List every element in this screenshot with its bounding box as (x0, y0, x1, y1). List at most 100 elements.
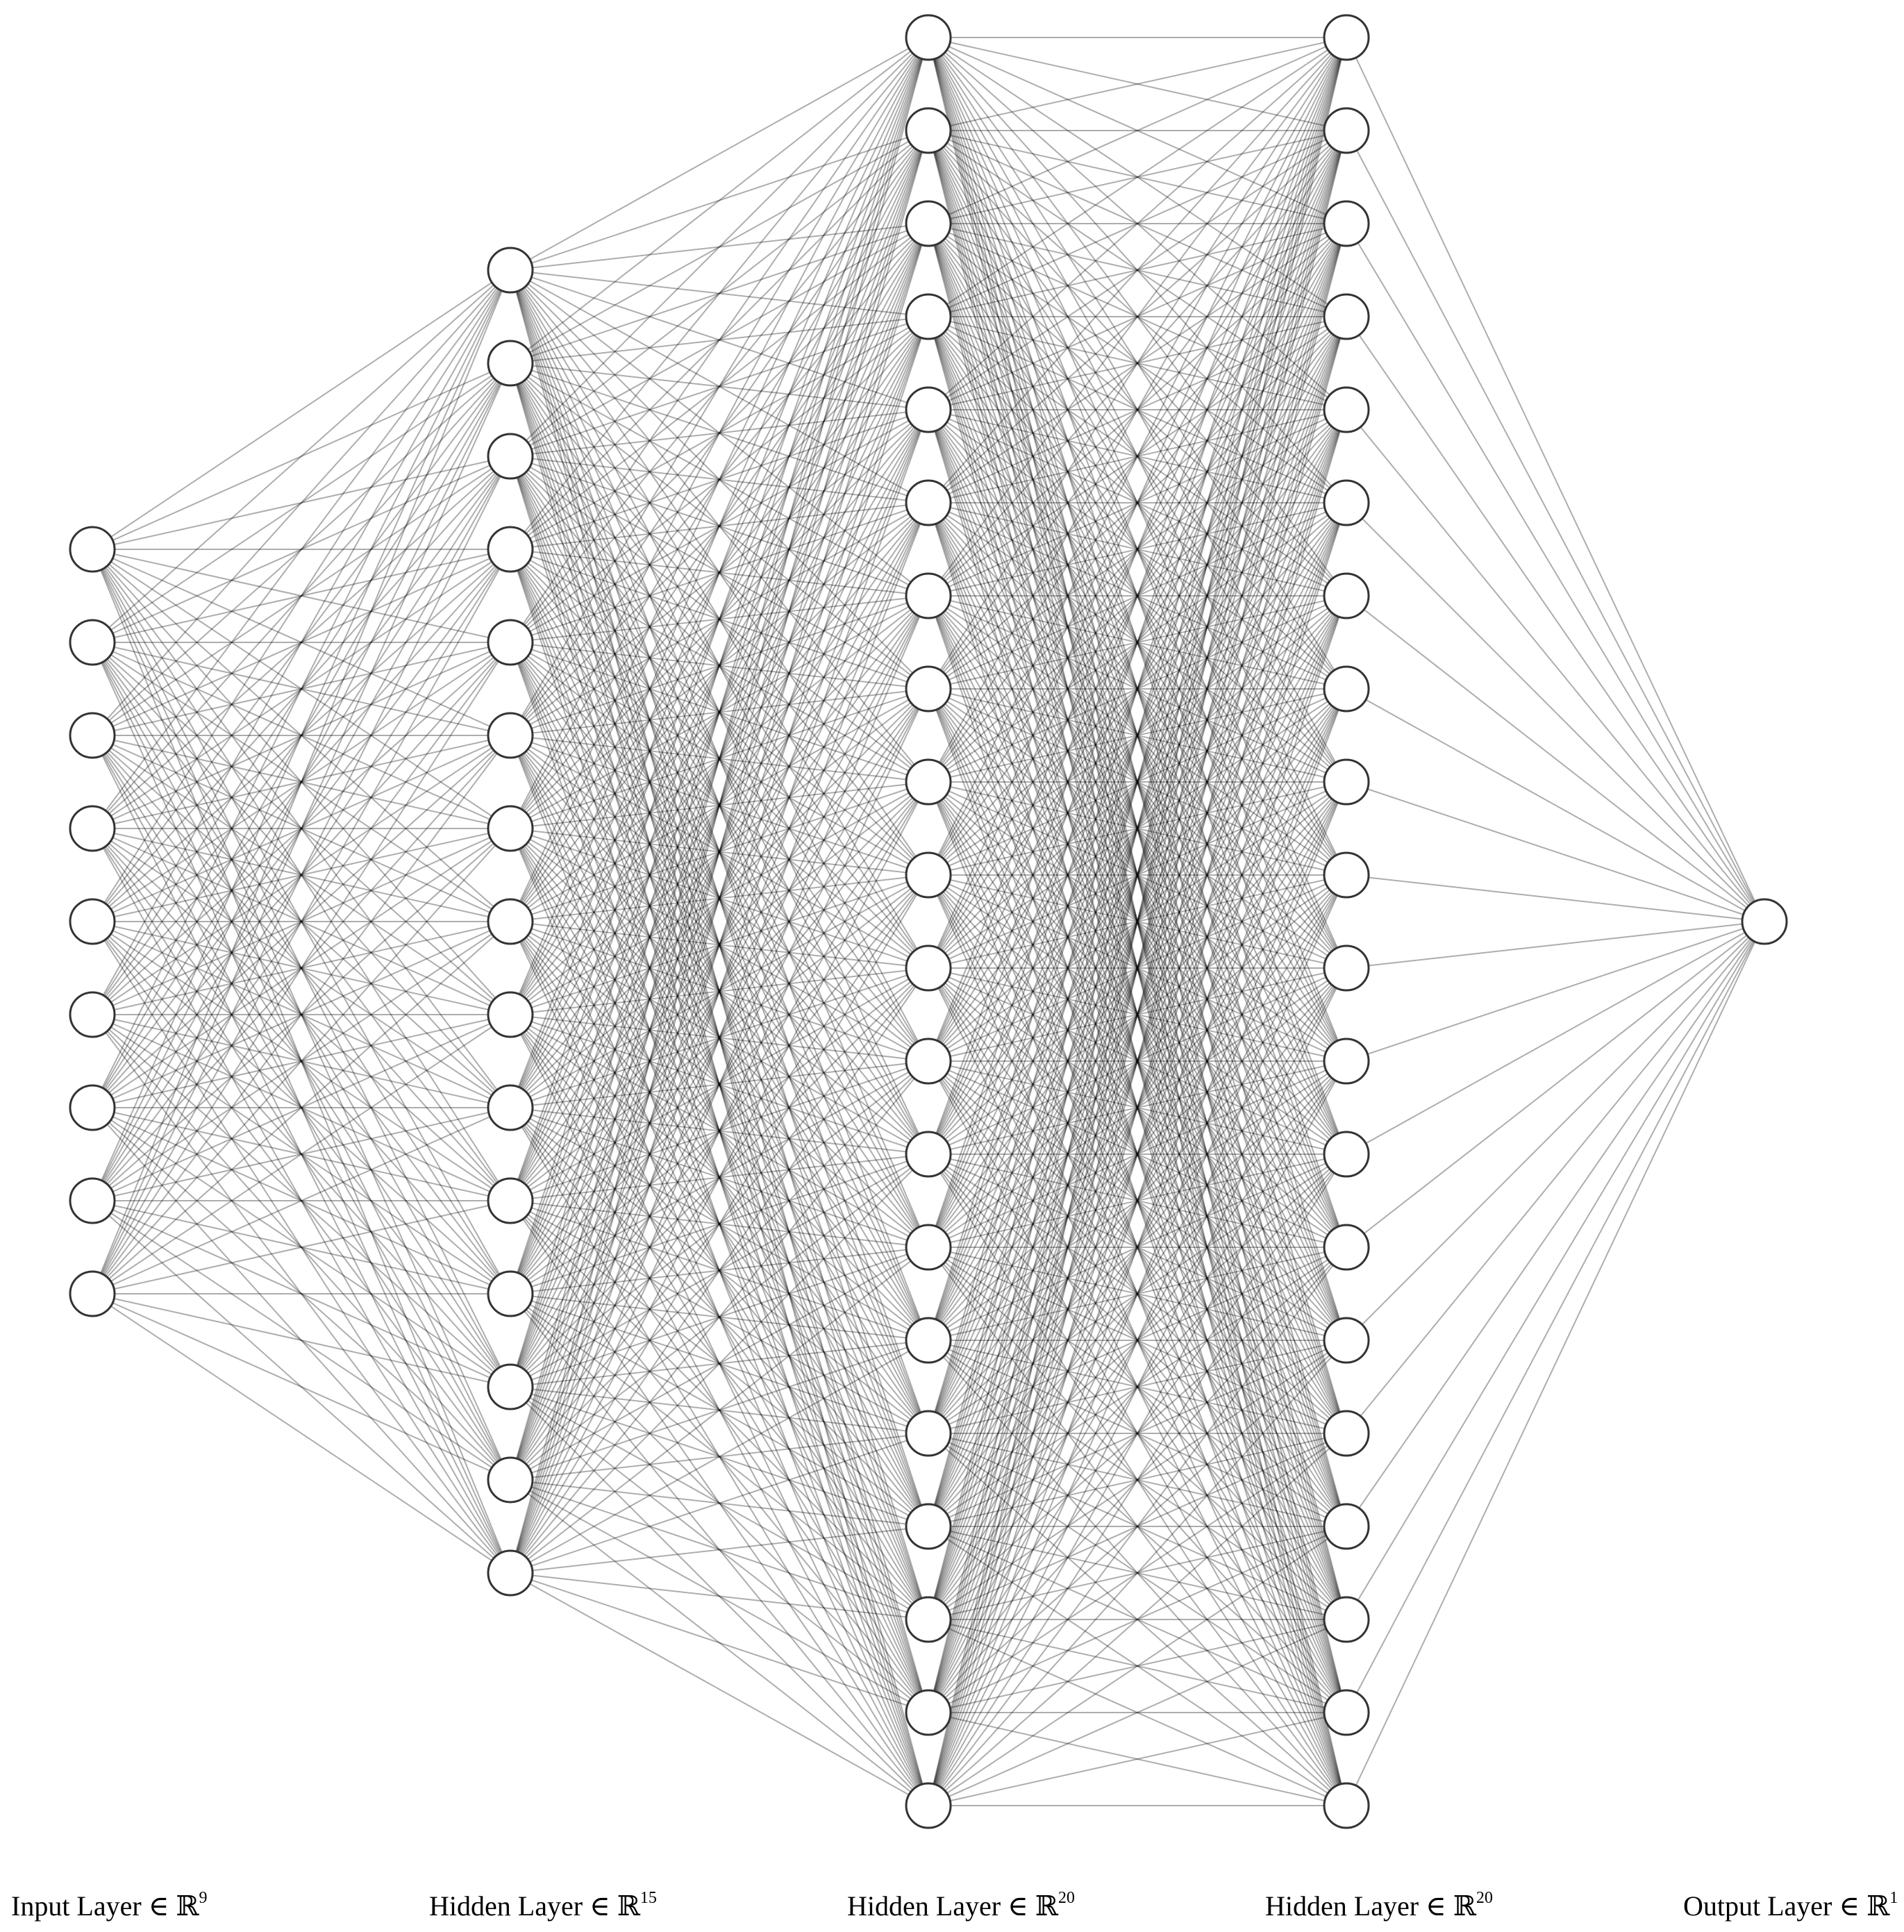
connection-hidden-2-18-to-hidden-3-4 (928, 316, 1347, 1620)
connection-hidden-2-8-to-hidden-3-5 (928, 409, 1347, 690)
connection-hidden-2-18-to-hidden-3-5 (928, 409, 1347, 1620)
connection-hidden-1-11-to-hidden-2-13 (510, 1154, 929, 1201)
connection-hidden-2-16-to-hidden-3-3 (928, 223, 1347, 1434)
connection-hidden-1-8-to-hidden-2-17 (510, 921, 929, 1527)
connection-hidden-1-8-to-hidden-2-1 (510, 37, 929, 922)
connection-hidden-1-3-to-hidden-2-8 (510, 456, 929, 690)
connection-input-4-to-hidden-1-4 (92, 549, 511, 829)
connection-hidden-1-9-to-hidden-2-6 (510, 502, 929, 1015)
neuron-hidden-2-6 (905, 479, 952, 526)
connection-hidden-1-8-to-hidden-2-13 (510, 921, 929, 1155)
connection-hidden-2-16-to-hidden-3-17 (928, 1433, 1347, 1527)
connection-input-5-to-hidden-1-4 (92, 549, 511, 922)
connection-hidden-1-4-to-hidden-2-9 (510, 549, 929, 783)
connection-hidden-1-15-to-hidden-2-10 (510, 874, 929, 1574)
connection-hidden-2-12-to-hidden-3-2 (928, 130, 1347, 1062)
connection-hidden-2-5-to-hidden-3-8 (928, 409, 1347, 690)
neuron-hidden-2-20 (905, 1782, 952, 1829)
connection-hidden-1-13-to-hidden-2-17 (510, 1386, 929, 1527)
connection-hidden-1-12-to-hidden-2-5 (510, 409, 929, 1294)
connection-hidden-2-3-to-hidden-3-1 (928, 37, 1347, 224)
connection-hidden-2-19-to-hidden-3-4 (928, 316, 1347, 1713)
connection-hidden-2-16-to-hidden-3-4 (928, 316, 1347, 1434)
connection-hidden-1-12-to-hidden-2-16 (510, 1293, 929, 1434)
connection-hidden-2-10-to-hidden-3-12 (928, 874, 1347, 1062)
connection-hidden-3-11-to-output-1 (1346, 921, 1765, 969)
connection-input-9-to-hidden-1-11 (92, 1200, 511, 1294)
connection-hidden-2-1-to-hidden-3-9 (928, 37, 1347, 783)
connection-hidden-1-1-to-hidden-2-13 (510, 269, 929, 1155)
connection-hidden-1-9-to-hidden-2-20 (510, 1014, 929, 1806)
connection-hidden-2-1-to-hidden-3-2 (928, 37, 1347, 131)
neuron-hidden-1-6 (487, 712, 534, 759)
connection-hidden-2-17-to-hidden-3-18 (928, 1526, 1347, 1620)
connection-hidden-1-1-to-hidden-2-15 (510, 269, 929, 1341)
connection-hidden-2-6-to-hidden-3-19 (928, 502, 1347, 1713)
connection-hidden-1-6-to-hidden-2-15 (510, 735, 929, 1341)
connection-input-3-to-hidden-1-4 (92, 549, 511, 736)
connection-hidden-2-4-to-hidden-3-1 (928, 37, 1347, 317)
connection-hidden-1-9-to-hidden-2-3 (510, 223, 929, 1015)
connection-hidden-1-12-to-hidden-2-14 (510, 1247, 929, 1294)
connection-hidden-2-18-to-hidden-3-12 (928, 1060, 1347, 1620)
connection-hidden-2-3-to-hidden-3-12 (928, 223, 1347, 1062)
connection-hidden-1-12-to-hidden-2-18 (510, 1293, 929, 1620)
connection-hidden-1-11-to-hidden-2-10 (510, 874, 929, 1201)
connection-hidden-1-14-to-hidden-2-8 (510, 688, 929, 1481)
connection-hidden-2-16-to-hidden-3-2 (928, 130, 1347, 1434)
connection-hidden-2-20-to-hidden-3-8 (928, 688, 1347, 1806)
connection-hidden-2-18-to-hidden-3-1 (928, 37, 1347, 1620)
connection-hidden-2-4-to-hidden-3-2 (928, 130, 1347, 317)
connection-hidden-2-6-to-hidden-3-18 (928, 502, 1347, 1620)
neuron-hidden-2-14 (905, 1224, 952, 1271)
connection-hidden-1-5-to-hidden-2-19 (510, 642, 929, 1713)
connection-hidden-1-10-to-hidden-2-13 (510, 1107, 929, 1155)
connection-hidden-1-13-to-hidden-2-16 (510, 1386, 929, 1434)
connection-hidden-2-20-to-hidden-3-17 (928, 1526, 1347, 1806)
connection-input-1-to-hidden-1-10 (92, 549, 511, 1108)
connection-hidden-2-17-to-hidden-3-7 (928, 595, 1347, 1527)
connection-hidden-2-1-to-hidden-3-4 (928, 37, 1347, 317)
connection-hidden-2-8-to-hidden-3-9 (928, 688, 1347, 783)
connection-hidden-1-3-to-hidden-2-15 (510, 456, 929, 1341)
connection-hidden-2-7-to-hidden-3-4 (928, 316, 1347, 597)
connection-hidden-1-11-to-hidden-2-6 (510, 502, 929, 1201)
connection-hidden-2-7-to-hidden-3-3 (928, 223, 1347, 597)
connection-hidden-1-11-to-hidden-2-11 (510, 967, 929, 1201)
neuron-hidden-1-4 (487, 526, 534, 573)
connection-hidden-2-12-to-hidden-3-7 (928, 595, 1347, 1062)
connection-hidden-1-6-to-hidden-2-2 (510, 130, 929, 736)
connection-hidden-1-12-to-hidden-2-13 (510, 1154, 929, 1294)
connection-hidden-3-4-to-output-1 (1346, 316, 1765, 922)
connection-hidden-2-2-to-hidden-3-7 (928, 130, 1347, 597)
connection-hidden-1-10-to-hidden-2-4 (510, 316, 929, 1108)
connection-hidden-1-8-to-hidden-2-10 (510, 874, 929, 922)
connection-hidden-2-11-to-hidden-3-8 (928, 688, 1347, 969)
connection-hidden-2-8-to-hidden-3-11 (928, 688, 1347, 969)
connection-hidden-1-12-to-hidden-2-1 (510, 37, 929, 1294)
connection-hidden-3-17-to-output-1 (1346, 921, 1765, 1527)
connection-hidden-2-4-to-hidden-3-16 (928, 316, 1347, 1434)
neuron-hidden-2-19 (905, 1689, 952, 1736)
connection-hidden-2-4-to-hidden-3-11 (928, 316, 1347, 969)
connection-hidden-1-14-to-hidden-2-18 (510, 1479, 929, 1620)
connection-hidden-2-18-to-hidden-3-2 (928, 130, 1347, 1620)
connection-hidden-3-9-to-output-1 (1346, 781, 1765, 922)
connection-input-5-to-hidden-1-13 (92, 921, 511, 1388)
connection-hidden-2-16-to-hidden-3-19 (928, 1433, 1347, 1713)
connection-input-4-to-hidden-1-11 (92, 828, 511, 1201)
connection-input-5-to-hidden-1-2 (92, 363, 511, 922)
connection-input-9-to-hidden-1-13 (92, 1293, 511, 1388)
connection-hidden-2-15-to-hidden-3-13 (928, 1154, 1347, 1341)
connection-hidden-1-2-to-hidden-2-15 (510, 363, 929, 1341)
connection-hidden-2-5-to-hidden-3-10 (928, 409, 1347, 876)
neuron-hidden-2-4 (905, 293, 952, 340)
connection-hidden-1-8-to-hidden-2-7 (510, 595, 929, 922)
connection-hidden-2-5-to-hidden-3-4 (928, 316, 1347, 410)
connection-hidden-2-20-to-hidden-3-1 (928, 37, 1347, 1806)
connection-hidden-3-1-to-output-1 (1346, 37, 1765, 922)
connection-hidden-1-9-to-hidden-2-1 (510, 37, 929, 1015)
connection-hidden-2-15-to-hidden-3-10 (928, 874, 1347, 1341)
connection-hidden-2-3-to-hidden-3-8 (928, 223, 1347, 690)
connection-hidden-2-6-to-hidden-3-12 (928, 502, 1347, 1062)
